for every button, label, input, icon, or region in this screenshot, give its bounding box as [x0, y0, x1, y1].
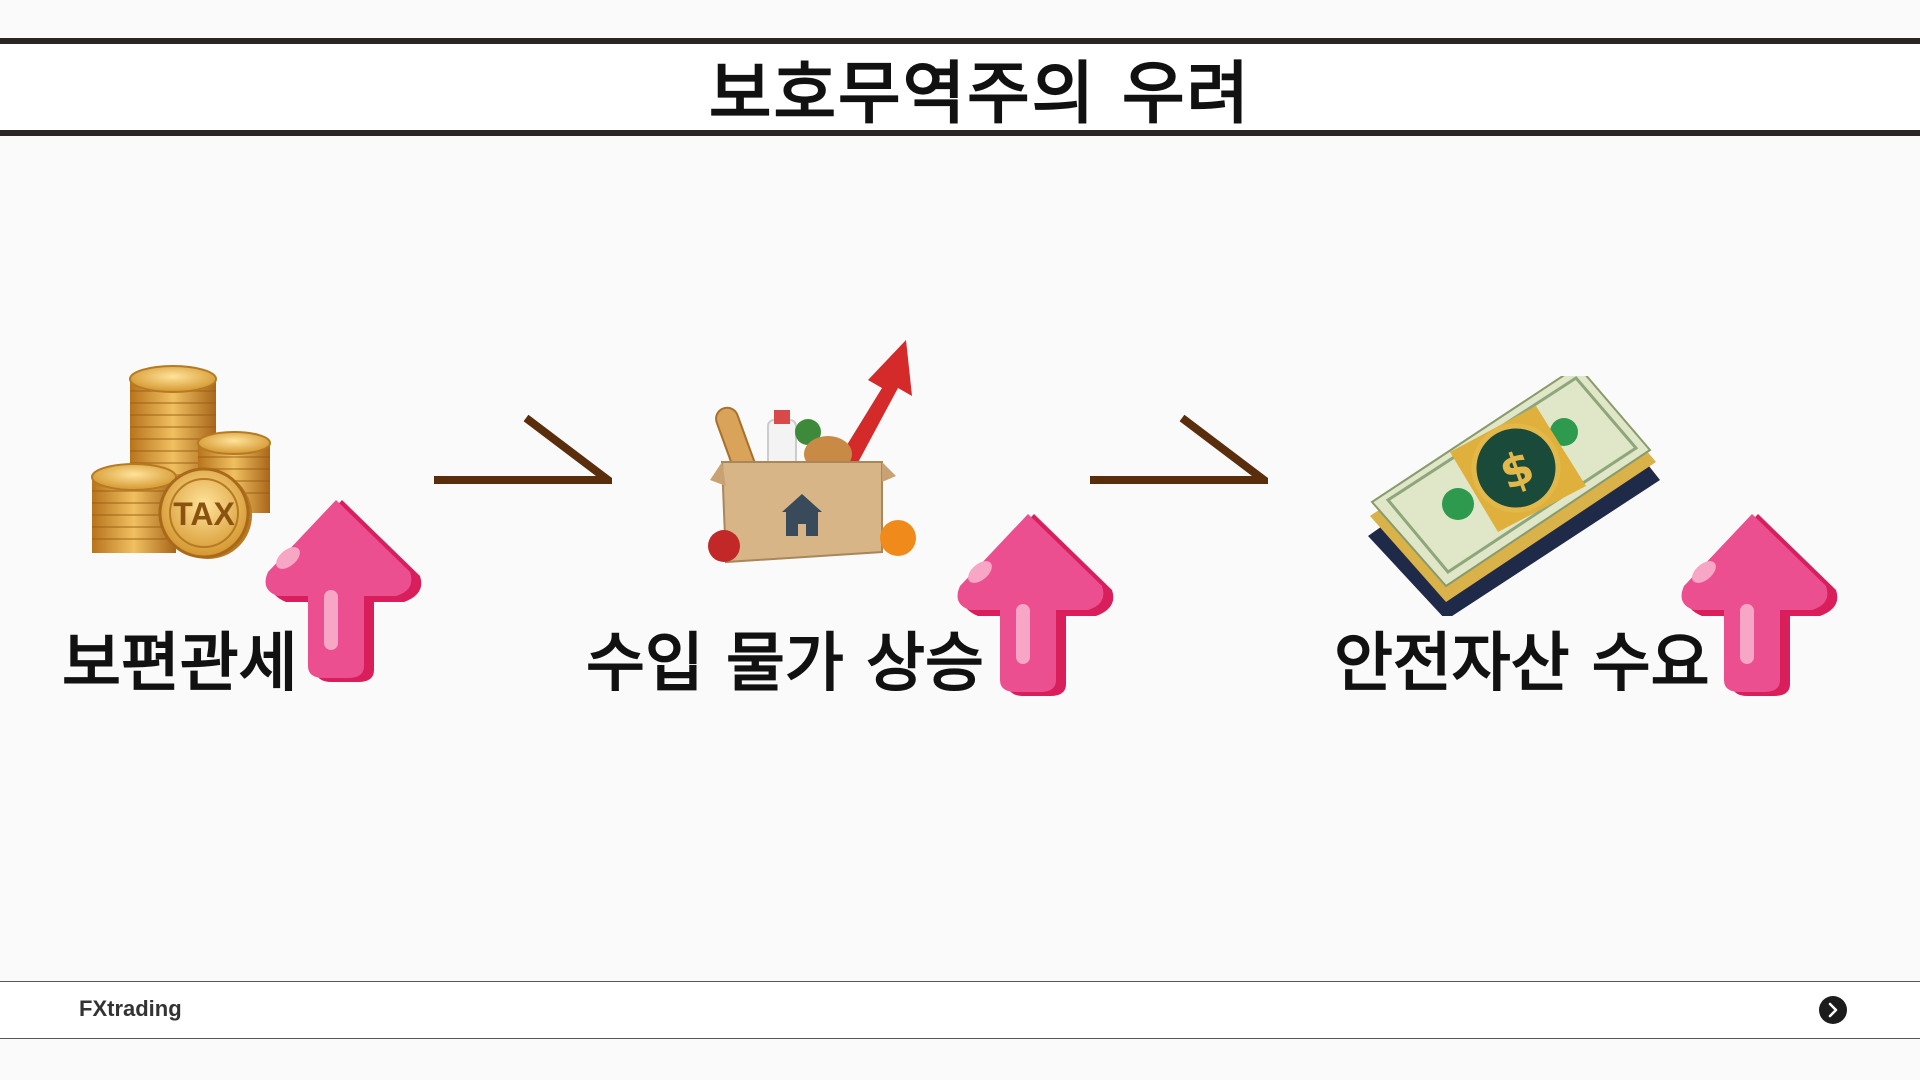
- brand-name: FXtrading: [79, 996, 182, 1021]
- increase-arrow-icon: [956, 512, 1118, 698]
- next-button[interactable]: [1819, 996, 1847, 1024]
- increase-arrow-icon: [1680, 512, 1842, 698]
- tax-coins-icon: TAX: [88, 365, 278, 565]
- footer: FXtrading: [0, 981, 1920, 1039]
- flow-arrow-icon: [434, 414, 620, 490]
- title-bar: 보호무역주의 우려: [0, 38, 1920, 136]
- page-title: 보호무역주의 우려: [708, 54, 1252, 134]
- item-label-import-prices: 수입 물가 상승: [586, 627, 984, 701]
- cash-stack-icon: $: [1364, 364, 1664, 620]
- coin-label: TAX: [173, 496, 235, 532]
- flow-arrow-icon: [1090, 414, 1276, 490]
- chevron-right-icon: [1828, 1002, 1838, 1018]
- item-label-safe-asset-demand: 안전자산 수요: [1334, 627, 1710, 701]
- item-label-tariff: 보편관세: [62, 627, 298, 701]
- increase-arrow-icon: [264, 498, 426, 684]
- grocery-box-price-up-icon: [706, 336, 922, 566]
